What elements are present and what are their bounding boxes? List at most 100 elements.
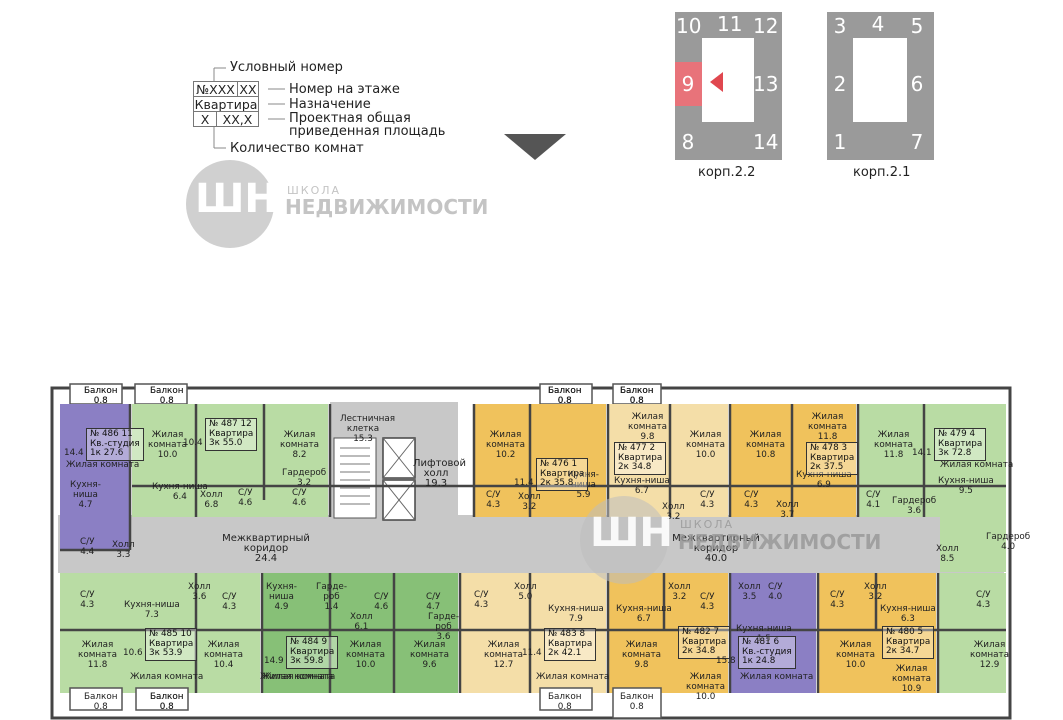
apartment-floor-number: 1 bbox=[568, 459, 578, 469]
apartment-number: № 483 bbox=[548, 629, 577, 639]
apartment-rooms: 3к bbox=[209, 438, 220, 449]
apartment-type: Квартира bbox=[886, 636, 931, 647]
section-number: 6 bbox=[910, 72, 924, 96]
apartment-rooms: 1к bbox=[742, 656, 753, 667]
room-label: Жилая комната bbox=[940, 460, 1014, 470]
apartment-number: № 480 bbox=[886, 627, 915, 637]
watermark-line1: ШКОЛА bbox=[680, 518, 735, 531]
watermark-logo: ШН bbox=[195, 176, 278, 222]
legend-rooms: Количество комнат bbox=[230, 141, 364, 156]
apartment-room-area: 15.8 bbox=[716, 656, 736, 666]
apartment-area: 34.8 bbox=[628, 462, 652, 473]
apartment-rooms: 1к bbox=[90, 448, 101, 459]
apartment-rooms: 3к bbox=[290, 656, 301, 667]
watermark-line2: НЕДВИЖИМОСТИ bbox=[285, 195, 489, 219]
building-label: корп.2.2 bbox=[698, 165, 756, 180]
apartment-room-area: 10.4 bbox=[183, 438, 203, 448]
watermark-line1: ШКОЛА bbox=[287, 184, 342, 197]
apartment-room-area: 14.4 bbox=[64, 448, 84, 458]
building-2-1-courtyard bbox=[853, 38, 907, 122]
section-number: 9 bbox=[681, 72, 695, 96]
building-label: корп.2.1 bbox=[853, 165, 911, 180]
apartment-number: № 481 bbox=[742, 637, 771, 647]
apartment-floor-number: 2 bbox=[646, 443, 656, 453]
room-label: Жилая комната bbox=[536, 672, 610, 682]
apartment-type: Кв.-студия bbox=[742, 646, 792, 657]
apartment-type: Квартира bbox=[209, 428, 254, 439]
apartment-number: № 487 bbox=[209, 419, 238, 429]
apartment-area: 34.8 bbox=[692, 646, 716, 657]
apartment-type: Квартира bbox=[290, 646, 335, 657]
section-number: 11 bbox=[717, 12, 743, 36]
watermark-logo-circle bbox=[580, 496, 668, 584]
apartment-number: № 478 bbox=[810, 443, 839, 453]
apartment-rooms: 2к bbox=[682, 646, 693, 657]
section-number: 5 bbox=[910, 14, 924, 38]
section-number: 10 bbox=[676, 14, 702, 38]
apartment-number: № 477 bbox=[618, 443, 647, 453]
apartment-floor-number: 5 bbox=[914, 627, 924, 637]
legend-area-line2: приведенная площадь bbox=[289, 124, 446, 139]
legend-area-line1: Проектная общая bbox=[289, 111, 411, 126]
apartment-number: № 484 bbox=[290, 637, 319, 647]
room-label: Жилая комната bbox=[130, 672, 204, 682]
apartment-room-area: 14.9 bbox=[264, 656, 284, 666]
apartment-floor-number: 4 bbox=[966, 429, 976, 439]
section-number: 7 bbox=[910, 130, 924, 154]
direction-arrow-icon bbox=[504, 134, 566, 160]
apartment-type: Квартира bbox=[548, 638, 593, 649]
apartment-type: Кв.-студия bbox=[90, 438, 140, 449]
apartment-area: 72.8 bbox=[948, 448, 972, 459]
